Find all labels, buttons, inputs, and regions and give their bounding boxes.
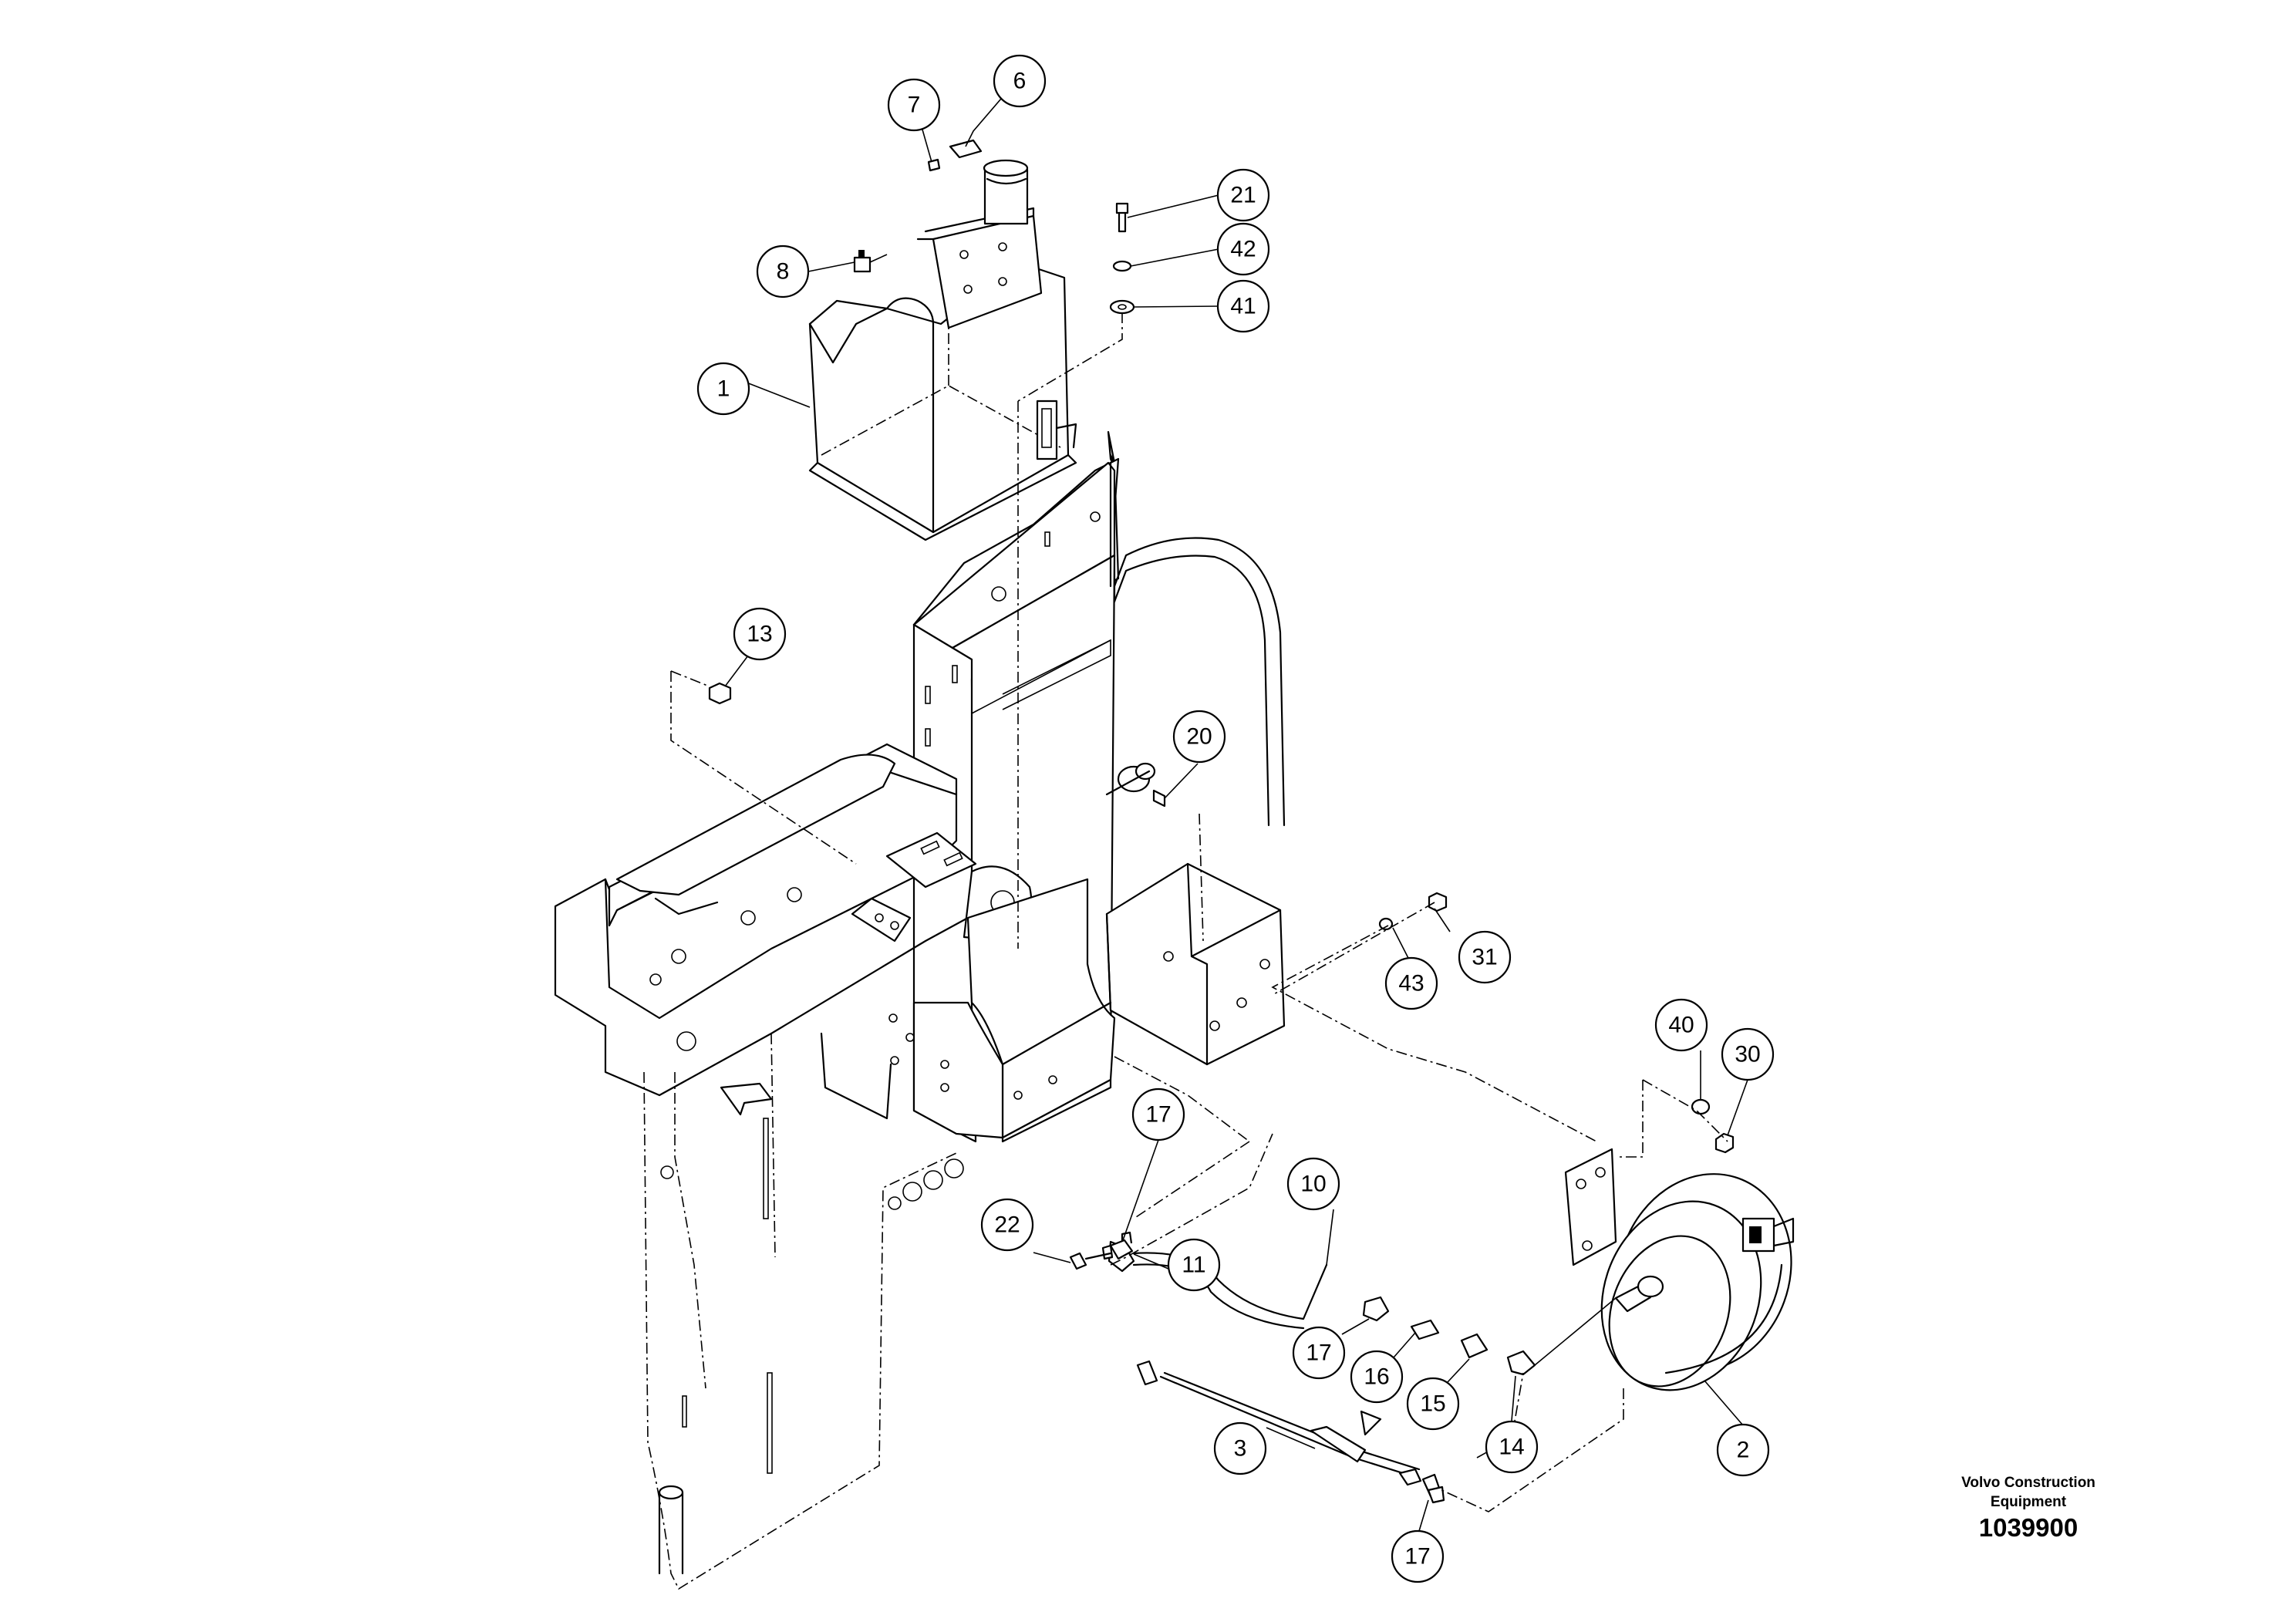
svg-text:41: 41 xyxy=(1230,294,1256,319)
nut-30 xyxy=(1714,1132,1735,1154)
callout-11: 11 xyxy=(1167,1238,1221,1292)
svg-text:6: 6 xyxy=(1013,69,1027,94)
washer-42 xyxy=(1112,260,1132,272)
svg-text:7: 7 xyxy=(908,93,921,118)
callout-2: 2 xyxy=(1716,1423,1770,1477)
svg-text:8: 8 xyxy=(777,259,790,285)
callout-6: 6 xyxy=(993,54,1047,108)
svg-text:14: 14 xyxy=(1499,1435,1524,1460)
svg-text:11: 11 xyxy=(1182,1253,1205,1278)
svg-text:30: 30 xyxy=(1735,1042,1760,1067)
callout-14: 14 xyxy=(1485,1420,1539,1474)
clip-11 xyxy=(1109,1239,1134,1260)
svg-text:10: 10 xyxy=(1300,1172,1326,1197)
callout-22: 22 xyxy=(980,1198,1034,1252)
lower-bracket xyxy=(1105,862,1286,1066)
callout-7: 7 xyxy=(887,78,941,132)
label-plate-6 xyxy=(949,139,983,159)
callout-21: 21 xyxy=(1216,168,1270,222)
bolt-21 xyxy=(1115,202,1129,233)
svg-text:17: 17 xyxy=(1404,1544,1430,1570)
svg-text:22: 22 xyxy=(994,1212,1020,1238)
washer-40 xyxy=(1691,1098,1711,1115)
svg-text:15: 15 xyxy=(1420,1391,1445,1417)
svg-text:13: 13 xyxy=(747,622,772,647)
callout-30: 30 xyxy=(1721,1027,1775,1081)
switch-8 xyxy=(853,250,888,273)
callout-10: 10 xyxy=(1286,1157,1340,1211)
clip-7 xyxy=(927,158,941,172)
tank xyxy=(808,159,1077,541)
brand-label: Volvo Construction Equipment xyxy=(1890,1473,2167,1512)
leader-lines xyxy=(724,76,1748,1532)
callout-17-lower: 17 xyxy=(1391,1529,1445,1583)
svg-text:2: 2 xyxy=(1737,1438,1750,1463)
bolt-22 xyxy=(1069,1252,1087,1270)
base-plate xyxy=(643,1013,964,1590)
brand-line-1: Volvo Construction xyxy=(1961,1475,2095,1491)
callout-31: 31 xyxy=(1458,930,1512,984)
cross-arm xyxy=(554,743,1033,1097)
callout-17-middle: 17 xyxy=(1292,1326,1346,1380)
callout-43: 43 xyxy=(1384,956,1438,1010)
washer-41 xyxy=(1109,299,1135,315)
svg-text:20: 20 xyxy=(1186,724,1212,750)
callout-3: 3 xyxy=(1213,1421,1267,1475)
svg-text:17: 17 xyxy=(1145,1102,1171,1128)
hose-reel xyxy=(1564,1148,1795,1391)
svg-text:17: 17 xyxy=(1306,1340,1331,1366)
washer-43 xyxy=(1378,917,1394,931)
callout-17-upper: 17 xyxy=(1131,1088,1185,1141)
svg-text:21: 21 xyxy=(1230,183,1256,208)
brand-line-2: Equipment xyxy=(1990,1494,2067,1510)
callout-42: 42 xyxy=(1216,222,1270,276)
callout-13: 13 xyxy=(733,607,787,661)
svg-text:1: 1 xyxy=(717,376,730,402)
svg-text:31: 31 xyxy=(1472,945,1497,970)
assembly-lines xyxy=(670,401,1728,1512)
callout-1: 1 xyxy=(696,362,750,416)
callout-15: 15 xyxy=(1406,1377,1460,1431)
nut-13 xyxy=(708,682,732,705)
callout-16: 16 xyxy=(1350,1350,1404,1404)
svg-text:16: 16 xyxy=(1364,1364,1389,1390)
callout-20: 20 xyxy=(1172,710,1226,764)
callout-8: 8 xyxy=(756,244,810,298)
svg-text:43: 43 xyxy=(1398,971,1424,996)
callout-40: 40 xyxy=(1654,998,1708,1052)
svg-text:3: 3 xyxy=(1234,1436,1247,1462)
callout-41: 41 xyxy=(1216,279,1270,333)
upright-lower xyxy=(912,878,1116,1143)
rear-hoop xyxy=(1113,537,1286,827)
drawing-number: 1039900 xyxy=(1978,1513,2079,1542)
svg-text:42: 42 xyxy=(1230,237,1256,262)
bolt-20 xyxy=(1152,789,1166,808)
hinge-lugs xyxy=(1105,762,1156,796)
svg-text:40: 40 xyxy=(1668,1013,1694,1038)
nut-31 xyxy=(1428,892,1448,912)
